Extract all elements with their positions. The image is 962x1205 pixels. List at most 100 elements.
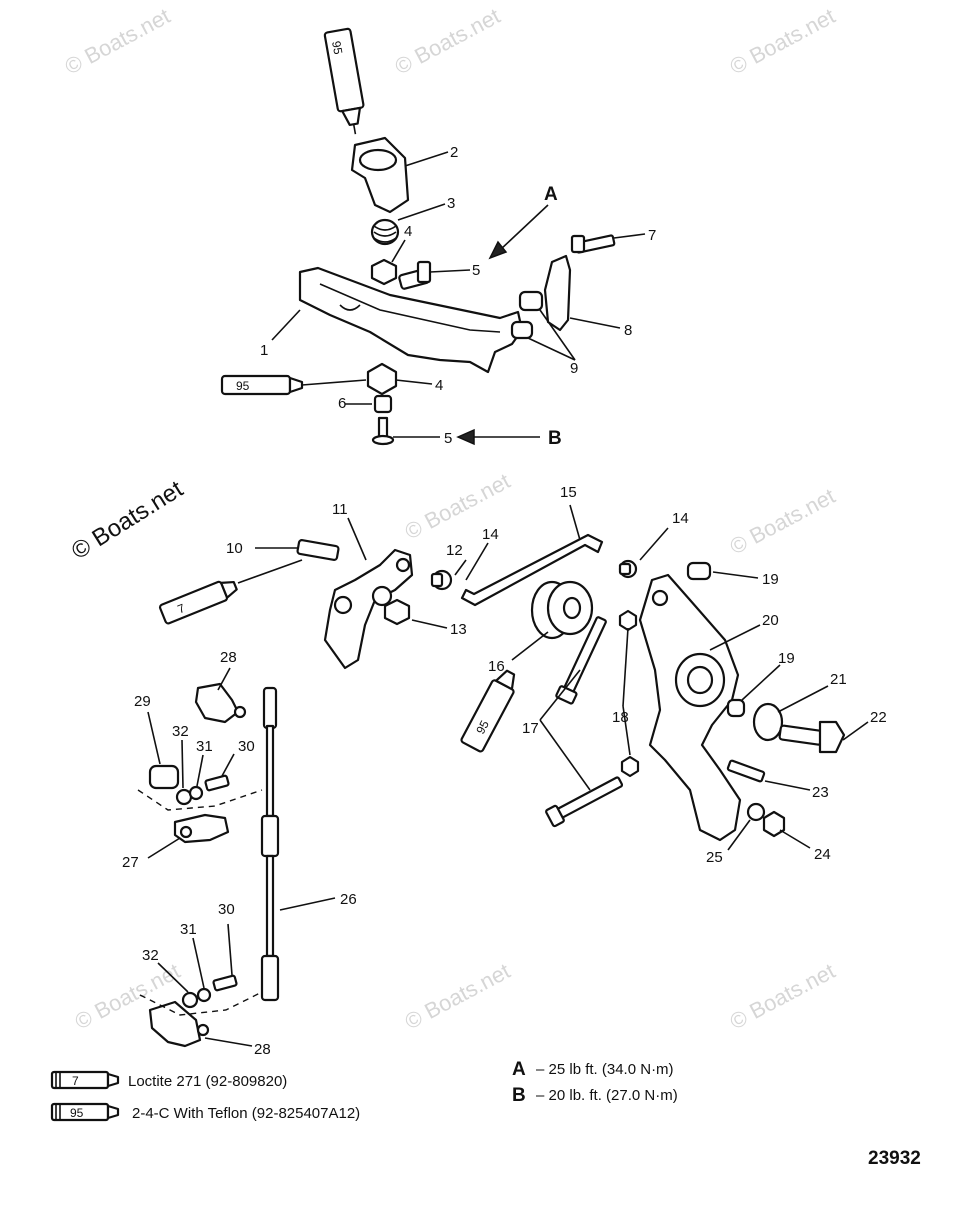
- watermark: © Boats.net: [726, 3, 840, 79]
- legend-code: 7: [72, 1074, 79, 1088]
- tube-label: 7: [175, 601, 187, 617]
- torque-letter-b: B: [512, 1085, 526, 1106]
- callout: 7: [648, 227, 656, 244]
- callout: 9: [570, 360, 578, 377]
- callout: 31: [180, 921, 197, 938]
- legend-code: 95: [70, 1106, 84, 1120]
- callout: 19: [762, 571, 779, 588]
- watermark: © Boats.net: [391, 3, 505, 79]
- legend-text: Loctite 271 (92-809820): [128, 1073, 287, 1090]
- part-32-washer: [175, 788, 193, 806]
- callout: 23: [812, 784, 829, 801]
- watermark: © Boats.net: [401, 958, 515, 1034]
- part-20-cam-arm: [638, 573, 742, 842]
- callout: 5: [444, 430, 452, 447]
- callout: 21: [830, 671, 847, 688]
- callout: 12: [446, 542, 463, 559]
- part-18-nut: [620, 755, 640, 778]
- callout: 30: [238, 738, 255, 755]
- part-13-nut: [383, 598, 411, 626]
- callout: 26: [340, 891, 357, 908]
- torque-arrow-b: B: [548, 428, 562, 449]
- callout: 32: [142, 947, 159, 964]
- part-8-plate: [543, 254, 572, 332]
- part-19-bushing: [686, 561, 712, 581]
- callout: 13: [450, 621, 467, 638]
- callout: 24: [814, 846, 831, 863]
- part-31-washer-lower: [196, 987, 212, 1003]
- tube-label: 95: [236, 379, 250, 393]
- tube-label: 95: [329, 40, 345, 56]
- callout: 4: [404, 223, 412, 240]
- callout: 28: [220, 649, 237, 666]
- callout: 22: [870, 709, 887, 726]
- grease-tube-95-mid: 95: [460, 669, 516, 753]
- part-24-nut: [762, 810, 786, 838]
- grease-tube-95-top: 95: [323, 27, 365, 135]
- part-31-washer: [188, 785, 204, 801]
- part-9-bushing: [510, 320, 534, 340]
- part-5-bolt-bottom: [371, 416, 395, 446]
- callout: 11: [332, 501, 348, 518]
- part-15-rod: [460, 533, 604, 607]
- part-29-bushing: [148, 764, 180, 790]
- legend-item-2-4-c: 95 2-4-C With Teflon (92-825407A12): [50, 1102, 360, 1122]
- part-25-washer: [746, 802, 766, 822]
- part-17-screw: [555, 616, 607, 705]
- part-26-link-rod: [260, 686, 280, 1002]
- part-30-screw-lower: [212, 974, 238, 992]
- callout: 2: [450, 144, 458, 161]
- part-12-washer: [371, 585, 393, 607]
- callout: 32: [172, 723, 189, 740]
- part-4-nut-top: [370, 258, 398, 286]
- watermark-large: © Boats.net: [67, 475, 188, 565]
- part-19-bushing: [726, 698, 746, 718]
- callout: 6: [338, 395, 346, 412]
- part-10-stud: [296, 539, 340, 561]
- part-14-ball-joint-right: [618, 559, 638, 579]
- part-7-screw: [570, 234, 616, 254]
- diagram-number: 23932: [868, 1148, 921, 1169]
- legend-item-loctite: 7 Loctite 271 (92-809820): [50, 1070, 287, 1090]
- callout: 3: [447, 195, 455, 212]
- middle-right-assembly: 95: [460, 527, 869, 851]
- part-1-bracket: [298, 266, 524, 374]
- callout: 15: [560, 484, 577, 501]
- part-30-screw: [204, 774, 230, 792]
- callout: 10: [226, 540, 243, 557]
- part-4-nut-bottom: [366, 362, 398, 396]
- callout: 27: [122, 854, 139, 871]
- middle-left-assembly: 7: [158, 504, 604, 670]
- torque-spec-a: – 25 lb ft. (34.0 N·m): [536, 1061, 674, 1078]
- watermark: © Boats.net: [726, 483, 840, 559]
- tube-label: 95: [473, 718, 492, 737]
- part-5-bolt-top: [398, 260, 432, 290]
- part-16-pulley: [530, 580, 594, 640]
- callout: 1: [260, 342, 268, 359]
- callout: 31: [196, 738, 213, 755]
- sealant-legend: 7 Loctite 271 (92-809820) 95 2-4-C With …: [50, 1070, 360, 1122]
- part-32-washer-lower: [181, 991, 199, 1009]
- watermark: © Boats.net: [726, 958, 840, 1034]
- callout: 18: [612, 709, 629, 726]
- lower-left-assembly: [137, 667, 336, 1048]
- legend-text: 2-4-C With Teflon (92-825407A12): [132, 1105, 360, 1122]
- torque-specs: A – 25 lb ft. (34.0 N·m) B – 20 lb. ft. …: [512, 1059, 678, 1106]
- callout: 4: [435, 377, 443, 394]
- callout: 16: [488, 658, 505, 675]
- part-28-clevis-top: [194, 682, 240, 724]
- torque-spec-b: – 20 lb. ft. (27.0 N·m): [536, 1087, 678, 1104]
- part-23-screw: [726, 759, 766, 783]
- callout: 28: [254, 1041, 271, 1058]
- part-28-clevis-bottom: [148, 1000, 202, 1048]
- part-17-screw: [545, 776, 624, 828]
- callout: 25: [706, 849, 723, 866]
- callouts: 2 3 4 5 7 8 9 1 4 6 5 11 15 14 14 12 10 …: [122, 144, 887, 1058]
- loctite-tube-7: 7: [158, 580, 238, 625]
- callout: 8: [624, 322, 632, 339]
- part-18-nut: [618, 609, 638, 632]
- callout: 19: [778, 650, 795, 667]
- torque-letter-a: A: [512, 1059, 526, 1080]
- part-14-ball-joint-left: [430, 569, 453, 591]
